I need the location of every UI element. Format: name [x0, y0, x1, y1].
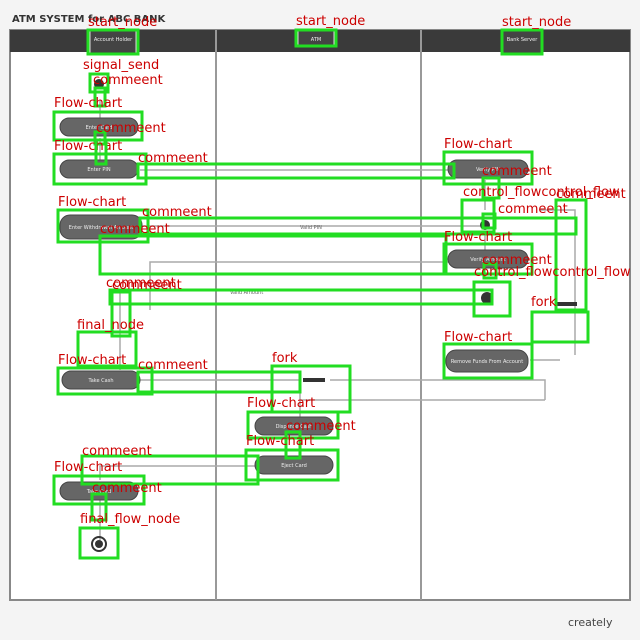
annotation-label: Flow-chart — [58, 353, 126, 368]
action-node-dispense-cash — [254, 416, 334, 436]
fork-bar — [303, 378, 325, 382]
action-label: Enter Card — [86, 125, 113, 131]
action-label: Enter PIN — [87, 167, 110, 173]
annotation-label: commeent — [138, 358, 208, 373]
flow-lines — [300, 379, 546, 401]
action-label: Dispense Cash — [276, 424, 313, 430]
final-node-dot — [95, 540, 103, 548]
decision-node — [481, 292, 493, 304]
annotation-label: start_node — [88, 15, 157, 30]
annotation-box — [500, 28, 544, 56]
annotation-box — [86, 28, 140, 56]
annotation-box — [88, 72, 110, 94]
annotation-box — [481, 212, 497, 230]
annotation-box — [244, 448, 340, 482]
annotation-label: commeent — [100, 222, 170, 237]
annotation-box — [481, 176, 501, 200]
lane-header-label: ATM — [311, 37, 321, 43]
action-node-take-cash — [61, 370, 141, 390]
lane-header-label: Account Holder — [94, 37, 133, 43]
annotation-box — [136, 370, 302, 394]
annotation-label: commeent — [93, 73, 163, 88]
action-node-eject-card — [254, 455, 334, 475]
annotation-label: Flow-chart — [54, 139, 122, 154]
annotation-label: start_node — [296, 14, 365, 29]
annotation-label: commeent — [138, 151, 208, 166]
annotation-box — [554, 198, 588, 312]
action-label: Take Card — [86, 489, 111, 495]
annotation-label: commeent — [92, 481, 162, 496]
annotation-label: commeent — [106, 276, 176, 291]
annotation-box — [94, 138, 108, 166]
annotation-label: commeent — [96, 121, 166, 136]
annotation-label: signal_send — [83, 58, 159, 73]
annotation-box — [442, 342, 534, 380]
annotation-label: control_flowcontrol_flow — [463, 185, 620, 200]
annotation-box — [78, 526, 120, 560]
annotation-box — [93, 86, 107, 108]
edge-label: Valid Amount — [230, 290, 263, 296]
annotation-label: commeent — [482, 164, 552, 179]
annotation-box — [294, 28, 338, 48]
annotation-label: control_flowcontrol_flow — [474, 265, 631, 280]
annotation-box — [108, 288, 494, 306]
action-label: Verify PIN — [476, 167, 500, 173]
annotation-box — [246, 410, 340, 440]
diagram-title: ATM SYSTEM for ABC BANK — [12, 14, 166, 25]
annotation-label: commeent — [82, 444, 152, 459]
action-label: Take Cash — [87, 378, 113, 384]
action-label: Remove Funds From Account — [451, 359, 523, 365]
annotation-box — [52, 152, 148, 186]
annotation-box — [110, 290, 132, 338]
action-label: Eject Card — [281, 463, 307, 469]
annotation-label: Flow-chart — [54, 460, 122, 475]
annotation-box — [90, 492, 108, 522]
annotation-label: commeent — [482, 253, 552, 268]
action-label: Enter Withdrawal Amount — [69, 225, 133, 231]
annotation-box — [93, 130, 107, 146]
annotation-label: fork — [272, 351, 298, 366]
annotation-label: Flow-chart — [54, 96, 122, 111]
annotation-label: final_node — [77, 318, 144, 333]
annotation-box — [530, 310, 590, 344]
action-node-take-card — [59, 481, 139, 501]
annotation-label: start_node — [502, 15, 571, 30]
annotation-label: commeent — [286, 419, 356, 434]
annotation-label: fork — [531, 295, 557, 310]
annotation-box — [284, 430, 302, 460]
annotation-box — [442, 150, 534, 186]
action-node-remove-funds — [445, 349, 529, 373]
annotation-box — [56, 366, 154, 396]
annotation-label: Flow-chart — [246, 434, 314, 449]
annotation-label: Flow-chart — [444, 330, 512, 345]
final-node-ring — [91, 536, 107, 552]
annotation-box — [76, 330, 138, 368]
annotation-label: Flow-chart — [444, 137, 512, 152]
annotation-box — [136, 162, 456, 180]
watermark: creately — [568, 616, 613, 629]
annotation-box — [472, 280, 512, 318]
annotation-label: Flow-chart — [58, 195, 126, 210]
annotation-box — [442, 242, 534, 276]
annotation-box — [56, 208, 150, 244]
annotation-box — [98, 234, 448, 276]
fork-bar — [555, 302, 577, 306]
lane-header-label: Bank Server — [507, 37, 538, 43]
annotation-label: commeent — [498, 202, 568, 217]
action-label: Verify Amount — [470, 257, 505, 263]
annotation-label: Flow-chart — [444, 230, 512, 245]
action-node-verify-amount — [447, 249, 529, 269]
edge-label: Valid PIN — [300, 225, 322, 231]
annotation-box — [52, 474, 146, 506]
action-node-enter-card — [59, 117, 139, 137]
annotation-label: commeent — [112, 278, 182, 293]
annotation-box — [138, 216, 578, 236]
annotation-box — [80, 454, 260, 486]
annotation-label: commeent — [556, 187, 626, 202]
annotation-label: final_flow_node — [80, 512, 180, 527]
annotation-box — [482, 262, 498, 280]
annotation-label: commeent — [142, 205, 212, 220]
annotation-label: Flow-chart — [247, 396, 315, 411]
